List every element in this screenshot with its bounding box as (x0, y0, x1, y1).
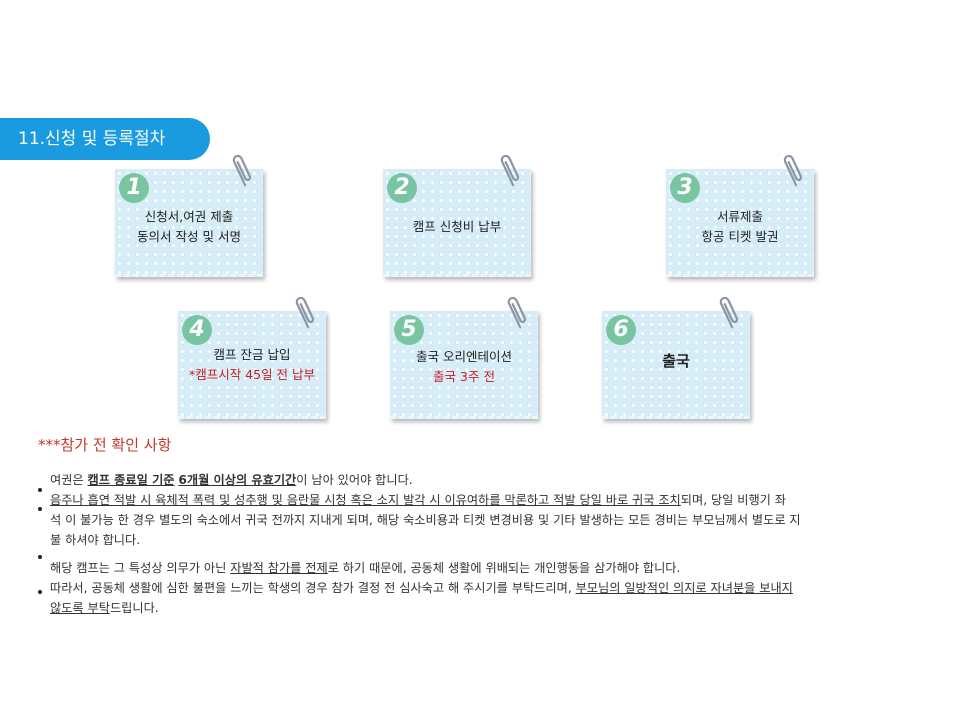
paperclip-icon (500, 154, 520, 187)
step-note: *캠프시작 45일 전 납부 (188, 367, 316, 382)
bullet-dot (38, 590, 42, 594)
checklist-item-voluntary: 해당 캠프는 그 특성상 의무가 아닌 자발적 참가를 전제로 하기 때문에, … (38, 555, 928, 578)
step-number: 1 (119, 173, 149, 203)
text: 불 하셔야 합니다. (50, 533, 141, 547)
paperclip-icon (232, 154, 252, 187)
step-card-6: 6 출국 (602, 296, 750, 419)
checklist-item-consideration: 따라서, 공동체 생활에 심한 불편을 느끼는 학생의 경우 참가 결정 전 심… (38, 578, 928, 618)
text: 이 남아 있어야 합니다. (296, 473, 413, 487)
checklist-item-misconduct: 음주나 흡연 적발 시 육체적 폭력 및 성추행 및 음란물 시청 혹은 소지 … (38, 490, 928, 550)
paperclip-icon (783, 154, 803, 187)
text: 드립니다. (109, 601, 159, 615)
step-line: 출국 오리엔테이션 (416, 349, 512, 364)
step-line: 출국 (662, 352, 690, 370)
step-number: 4 (182, 315, 212, 345)
emphasis: 부모님의 일방적인 의지로 자녀분을 보내지 (575, 581, 793, 595)
checklist: 여권은 캠프 종료일 기준 6개월 이상의 유효기간이 남아 있어야 합니다. … (38, 470, 928, 618)
bullet-dot (38, 507, 42, 511)
paperclip-icon (719, 296, 739, 329)
text: 되며, 당일 비행기 좌 (680, 493, 786, 507)
text: 해당 캠프는 그 특성상 의무가 아닌 (50, 561, 231, 575)
text: 석 이 불가능 한 경우 별도의 숙소에서 귀국 전까지 지내게 되며, 해당 … (50, 513, 801, 527)
emphasis: 6개월 이상의 유효기간 (178, 473, 297, 487)
bullet-dot (38, 488, 42, 492)
step-number: 3 (670, 173, 700, 203)
step-line: 신청서,여권 제출 (144, 209, 234, 224)
step-line: 동의서 작성 및 서명 (137, 229, 241, 244)
checklist-item-passport: 여권은 캠프 종료일 기준 6개월 이상의 유효기간이 남아 있어야 합니다. (38, 470, 928, 492)
emphasis: 않도록 부탁 (50, 601, 110, 615)
paperclip-icon (507, 296, 527, 329)
emphasis: 캠프 종료일 기준 (87, 473, 175, 487)
step-number: 2 (387, 173, 417, 203)
step-line: 캠프 신청비 납부 (412, 219, 502, 234)
step-line: 서류제출 (716, 209, 763, 224)
step-number: 6 (606, 315, 636, 345)
text: 로 하기 때문에, 공동체 생활에 위배되는 개인행동을 삼가해야 합니다. (327, 561, 681, 575)
section-title: 11.신청 및 등록절차 (0, 118, 210, 160)
checklist-title: ***참가 전 확인 사항 (38, 436, 172, 454)
step-line: 항공 티켓 발권 (701, 229, 779, 244)
paperclip-icon (295, 296, 315, 329)
text: 따라서, 공동체 생활에 심한 불편을 느끼는 학생의 경우 참가 결정 전 심… (50, 581, 576, 595)
step-card-4: 4 캠프 잔금 납입 *캠프시작 45일 전 납부 (178, 296, 326, 419)
step-number: 5 (394, 315, 424, 345)
step-note: 출국 3주 전 (433, 369, 495, 384)
step-line: 캠프 잔금 납입 (213, 347, 291, 362)
emphasis: 자발적 참가를 전제 (230, 561, 328, 575)
text: 여권은 (50, 473, 88, 487)
emphasis: 음주나 흡연 적발 시 육체적 폭력 및 성추행 및 음란물 시청 혹은 소지 … (50, 493, 681, 507)
step-card-2: 2 캠프 신청비 납부 (383, 154, 531, 277)
bullet-dot (38, 555, 42, 559)
